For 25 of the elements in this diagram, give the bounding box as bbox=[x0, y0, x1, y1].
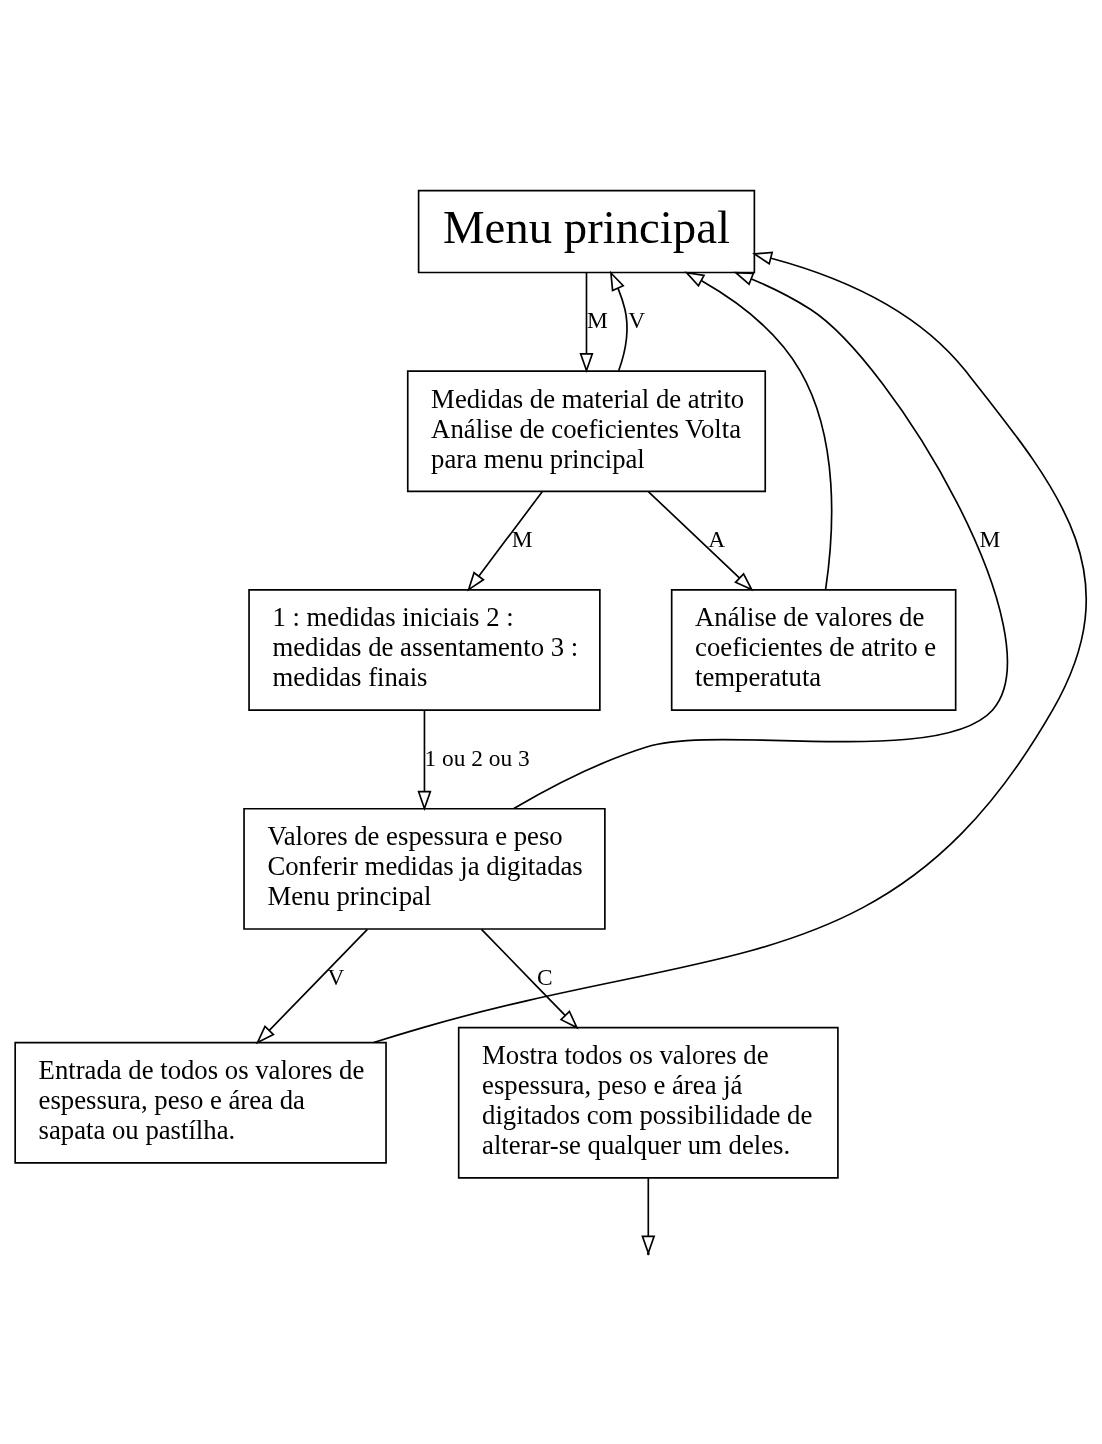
arrow bbox=[579, 271, 594, 373]
edge-label: C bbox=[536, 963, 553, 989]
arrow bbox=[480, 928, 579, 1029]
node-box: Análise de valores de coeficientes de atrito e temperatuta bbox=[670, 588, 957, 711]
edge-label: 1 ou 2 ou 3 bbox=[424, 744, 530, 771]
arrow bbox=[417, 709, 432, 811]
node-box: Valores de espessura e peso Conferir medidas ja digitadas Menu principal bbox=[243, 807, 606, 930]
arrow bbox=[647, 490, 754, 591]
arrow bbox=[609, 270, 628, 372]
edge-label: V bbox=[628, 306, 646, 333]
edge-label: M bbox=[979, 525, 1001, 552]
arrow bbox=[513, 271, 1009, 809]
node-box: Mostra todos os valores de espessura, peso e área já digitados com possibilidade de alterar-se qualquer um deles. bbox=[457, 1026, 839, 1179]
node-box: Menu principal bbox=[417, 189, 756, 273]
node-box: Entrada de todos os valores de espessura, peso e área da sapata ou pastílha. bbox=[14, 1041, 387, 1164]
arrow bbox=[467, 490, 544, 592]
arrow bbox=[684, 270, 833, 590]
node-box: 1 : medidas iniciais 2 : medidas de assentamento 3 : medidas finais bbox=[248, 588, 601, 711]
edge-label: M bbox=[511, 525, 533, 552]
edge-label: V bbox=[327, 963, 345, 989]
edge-label: A bbox=[708, 525, 726, 552]
arrow bbox=[372, 251, 1087, 1043]
edge-label: M bbox=[586, 306, 608, 333]
node-box: Medidas de material de atrito Análise de coeficientes Volta para menu principal bbox=[406, 369, 767, 492]
arrow bbox=[255, 928, 369, 1044]
